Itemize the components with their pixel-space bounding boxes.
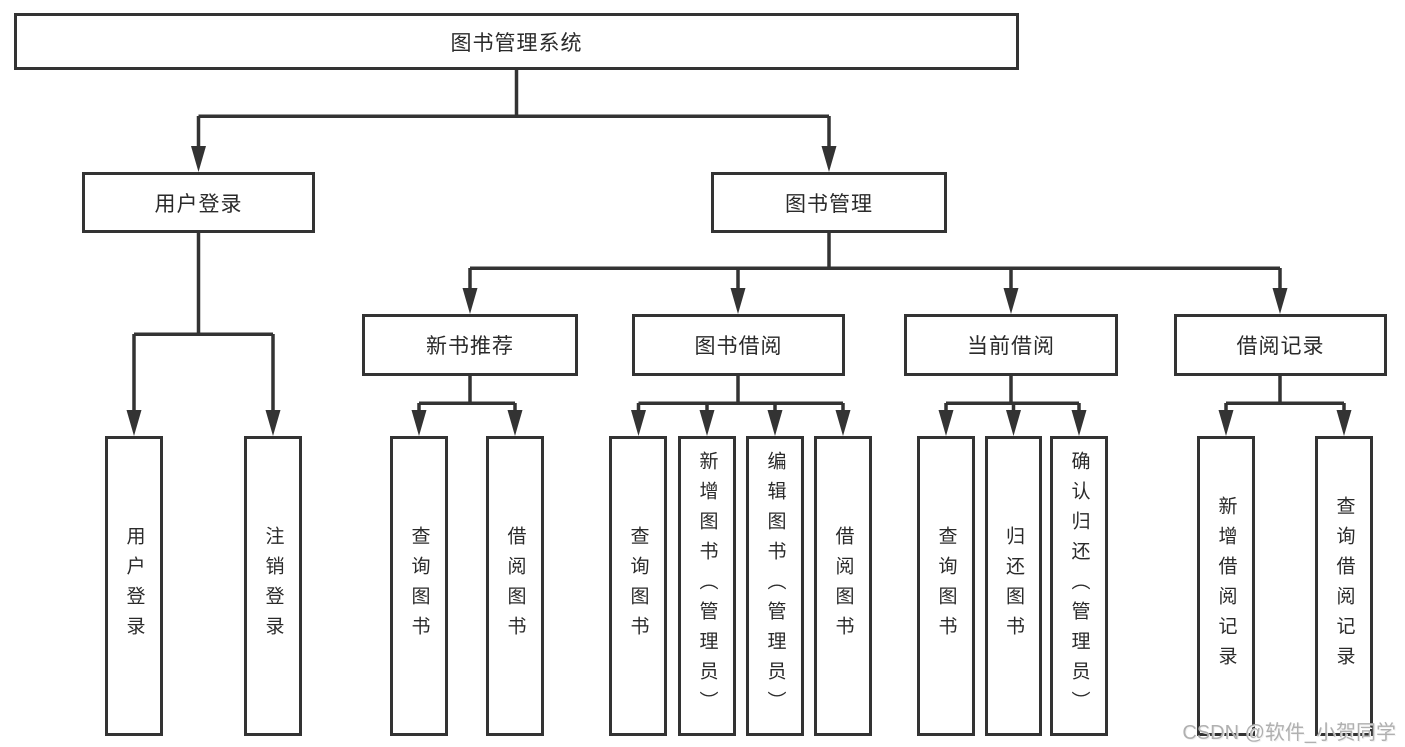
csdn-watermark: CSDN @软件_小贺同学 xyxy=(1182,722,1396,744)
leaf-borrow-edit-book-admin-label: 编辑图书（管理员） xyxy=(764,451,786,721)
leaf-borrow-add-book-admin-label: 新增图书（管理员） xyxy=(696,451,718,721)
leaf-borrow-query-book: 查询图书 xyxy=(609,436,667,736)
leaf-borrow-add-book-admin: 新增图书（管理员） xyxy=(678,436,736,736)
leaf-records-query-record: 查询借阅记录 xyxy=(1315,436,1373,736)
node-root-label: 图书管理系统 xyxy=(450,31,583,55)
leaf-current-confirm-return-admin-label: 确认归还（管理员） xyxy=(1068,451,1090,721)
leaf-current-query-book-label: 查询图书 xyxy=(935,526,957,646)
node-user-login-label: 用户登录 xyxy=(154,192,243,216)
leaf-newbooks-query-book: 查询图书 xyxy=(390,436,448,736)
leaf-borrow-borrow-book-label: 借阅图书 xyxy=(832,526,854,646)
node-new-book-recommend: 新书推荐 xyxy=(362,314,578,376)
node-user-login: 用户登录 xyxy=(82,172,315,233)
leaf-user-login: 用户登录 xyxy=(105,436,163,736)
leaf-records-add-record: 新增借阅记录 xyxy=(1197,436,1255,736)
leaf-borrow-edit-book-admin: 编辑图书（管理员） xyxy=(746,436,804,736)
leaf-records-add-record-label: 新增借阅记录 xyxy=(1215,496,1237,676)
leaf-borrow-borrow-book: 借阅图书 xyxy=(814,436,872,736)
node-current-borrow-label: 当前借阅 xyxy=(967,335,1055,358)
node-current-borrow: 当前借阅 xyxy=(904,314,1118,376)
leaf-logout: 注销登录 xyxy=(244,436,302,736)
node-borrow-records: 借阅记录 xyxy=(1174,314,1387,376)
leaf-records-query-record-label: 查询借阅记录 xyxy=(1333,496,1355,676)
leaf-current-return-book-label: 归还图书 xyxy=(1003,526,1024,646)
leaf-current-confirm-return-admin: 确认归还（管理员） xyxy=(1050,436,1108,736)
leaf-newbooks-borrow-book: 借阅图书 xyxy=(486,436,544,736)
leaf-newbooks-query-book-label: 查询图书 xyxy=(408,526,430,646)
leaf-newbooks-borrow-book-label: 借阅图书 xyxy=(504,526,526,646)
node-root-library-system: 图书管理系统 xyxy=(14,13,1019,70)
leaf-current-query-book: 查询图书 xyxy=(917,436,975,736)
leaf-user-login-label: 用户登录 xyxy=(123,526,145,646)
leaf-current-return-book: 归还图书 xyxy=(985,436,1042,736)
leaf-logout-label: 注销登录 xyxy=(262,526,284,646)
node-book-management: 图书管理 xyxy=(711,172,947,233)
node-book-management-label: 图书管理 xyxy=(785,192,873,216)
node-book-borrow: 图书借阅 xyxy=(632,314,845,376)
node-borrow-records-label: 借阅记录 xyxy=(1236,335,1325,358)
node-book-borrow-label: 图书借阅 xyxy=(694,335,783,358)
leaf-borrow-query-book-label: 查询图书 xyxy=(627,526,649,646)
node-new-book-recommend-label: 新书推荐 xyxy=(426,335,514,358)
